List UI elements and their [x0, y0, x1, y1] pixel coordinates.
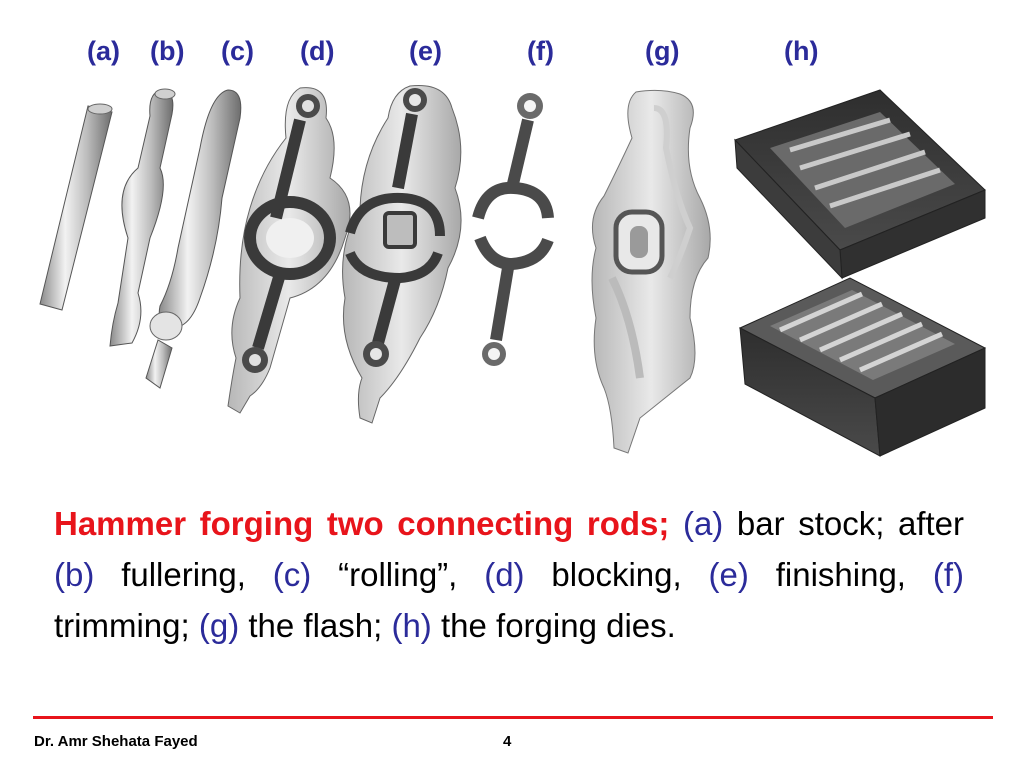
page-number: 4 [503, 733, 512, 750]
figure-caption: Hammer forging two connecting rods; (a) … [54, 498, 964, 651]
footer-author: Dr. Amr Shehata Fayed [34, 733, 198, 750]
caption-text-b: fullering, [121, 556, 246, 593]
part-e-finished [342, 84, 462, 424]
caption-text-g: the flash; [248, 607, 383, 644]
caption-text-h: the forging dies. [440, 607, 676, 644]
caption-text-e: finishing, [775, 556, 906, 593]
label-e: (e) [409, 36, 442, 66]
label-d: (d) [300, 36, 335, 66]
forging-sequence-photo [39, 84, 987, 457]
label-h: (h) [784, 36, 819, 66]
part-f-trimmed [472, 93, 554, 366]
label-c: (c) [221, 36, 254, 66]
part-d-blocked [227, 87, 351, 414]
caption-ref-f: (f) [932, 556, 964, 593]
caption-text-d: blocking, [551, 556, 682, 593]
label-g: (g) [645, 36, 680, 66]
figure-labels: (a) (b) (c) (d) (e) (f) (g) (h) [0, 0, 1024, 80]
caption-text-c: “rolling”, [338, 556, 458, 593]
part-h-forging-dies [734, 89, 987, 457]
part-b-fullered [109, 88, 176, 347]
caption-ref-d: (d) [484, 556, 525, 593]
footer-divider [33, 716, 993, 719]
part-a-bar-stock [39, 103, 113, 311]
caption-title: Hammer forging two connecting rods; [54, 505, 670, 542]
part-c-rolled [145, 89, 242, 389]
caption-ref-h: (h) [391, 607, 432, 644]
caption-ref-a: (a) [682, 505, 724, 542]
caption-ref-e: (e) [708, 556, 749, 593]
caption-text-f: trimming; [54, 607, 190, 644]
label-f: (f) [527, 36, 554, 66]
label-b: (b) [150, 36, 185, 66]
caption-ref-b: (b) [54, 556, 95, 593]
caption-text-a: bar stock; after [736, 505, 964, 542]
caption-ref-g: (g) [198, 607, 240, 644]
part-g-flash [591, 89, 711, 454]
caption-ref-c: (c) [272, 556, 312, 593]
label-a: (a) [87, 36, 120, 66]
